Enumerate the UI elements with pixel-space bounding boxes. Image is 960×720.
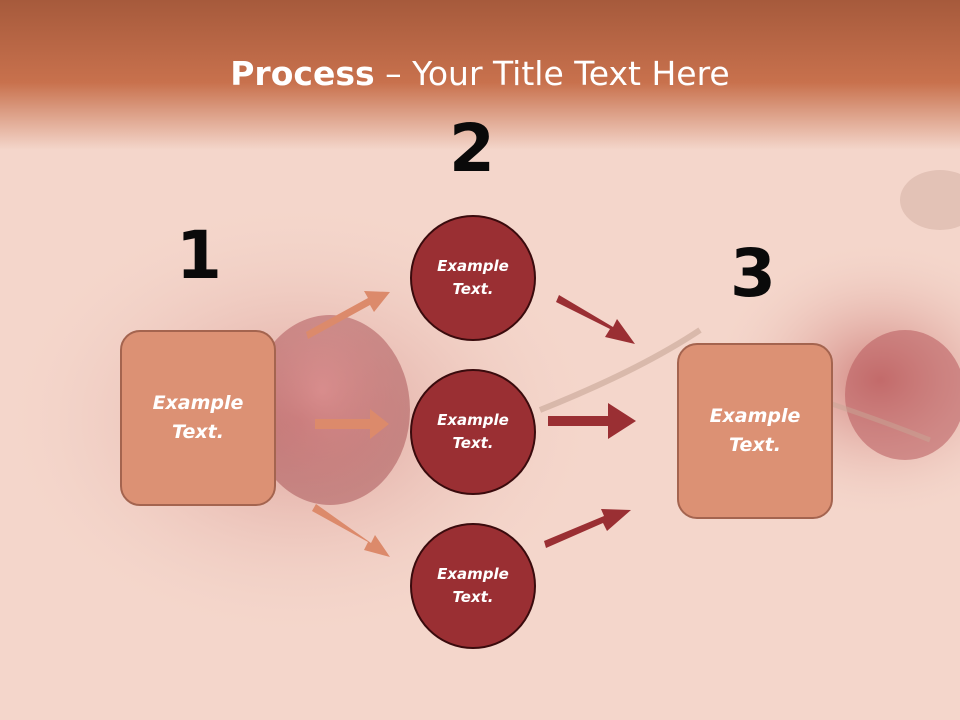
step-2-circle-top: Example Text.	[410, 215, 536, 341]
step-2-circle-middle: Example Text.	[410, 369, 536, 495]
step-3-box: Example Text.	[677, 343, 833, 519]
step-2-circle-middle-text: Example Text.	[437, 411, 509, 452]
step-1-text: Example Text.	[152, 392, 244, 443]
step-2-circle-top-text: Example Text.	[437, 257, 509, 298]
arrow-top-to-3	[556, 295, 635, 344]
step-2-circle-bottom: Example Text.	[410, 523, 536, 649]
title-bold: Process	[230, 54, 375, 93]
step-2-circle-bottom-text: Example Text.	[437, 565, 509, 606]
step-1-box: Example Text.	[120, 330, 276, 506]
arrow-bottom-to-3	[544, 509, 631, 548]
step-3-number: 3	[730, 235, 776, 312]
title-rest: – Your Title Text Here	[374, 54, 730, 93]
step-3-text: Example Text.	[709, 405, 801, 456]
arrow-middle-to-3	[548, 403, 636, 439]
arrow-1-to-top	[306, 291, 390, 339]
arrow-1-to-bottom	[312, 504, 390, 557]
step-2-number: 2	[449, 110, 495, 187]
step-1-number: 1	[176, 217, 222, 294]
arrow-1-to-middle	[315, 409, 389, 439]
slide-title: Process – Your Title Text Here	[0, 52, 960, 96]
